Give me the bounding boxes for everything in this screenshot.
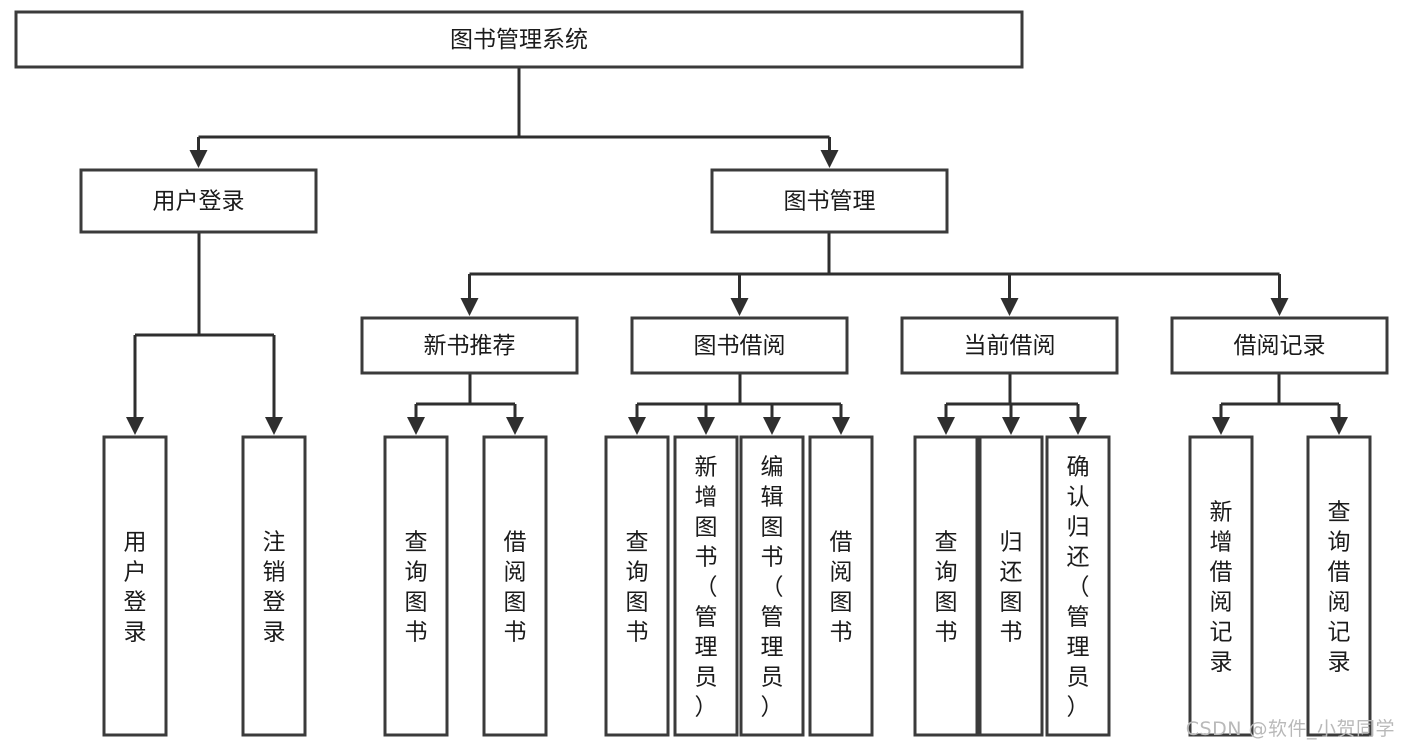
node-label: 借阅记录 [1234,333,1326,359]
edge-group-record [1212,373,1348,435]
node-label: 新增图书（管理员） [695,454,718,720]
node-box[interactable] [1188,435,1254,737]
node-leaf-login-2[interactable]: 注销登录 [241,435,307,737]
node-leaf-login-1[interactable]: 用户登录 [102,435,168,737]
node-box[interactable] [710,168,949,234]
node-label: 图书管理 [784,189,876,215]
node-label: 用户登录 [124,529,147,645]
node-current[interactable]: 当前借阅 [900,316,1119,375]
node-box[interactable] [808,435,874,737]
edge-arrowhead-icon [1069,417,1087,435]
node-box[interactable] [900,316,1119,375]
node-root[interactable]: 图书管理系统 [14,10,1024,69]
edge-group-login [126,232,283,435]
node-newbook[interactable]: 新书推荐 [360,316,579,375]
node-record[interactable]: 借阅记录 [1170,316,1389,375]
node-leaf-borrow-1[interactable]: 查询图书 [604,435,670,737]
edge-arrowhead-icon [265,417,283,435]
node-box[interactable] [604,435,670,737]
edge-arrowhead-icon [1330,417,1348,435]
node-box[interactable] [360,316,579,375]
edge-arrowhead-icon [820,150,839,168]
edge-arrowhead-icon [189,150,208,168]
edge-group-borrow [628,373,850,435]
node-box[interactable] [978,435,1044,737]
node-box[interactable] [1306,435,1372,737]
node-label: 归还图书 [1000,529,1023,645]
node-leaf-cur-1[interactable]: 查询图书 [913,435,979,737]
edge-arrowhead-icon [628,417,646,435]
edge-arrowhead-icon [1212,417,1230,435]
node-leaf-new-1[interactable]: 查询图书 [383,435,449,737]
node-login[interactable]: 用户登录 [79,168,318,234]
node-label: 编辑图书（管理员） [761,454,784,720]
edge-arrowhead-icon [730,298,749,316]
edge-arrowhead-icon [1002,417,1020,435]
node-leaf-borrow-2[interactable]: 新增图书（管理员） [673,435,739,737]
node-box[interactable] [241,435,307,737]
node-label: 新书推荐 [424,333,516,359]
node-box[interactable] [102,435,168,737]
edge-arrowhead-icon [763,417,781,435]
edge-arrowhead-icon [506,417,524,435]
edges-layer [126,67,1348,435]
node-leaf-cur-3[interactable]: 确认归还（管理员） [1045,435,1111,737]
node-label: 借阅图书 [830,529,853,645]
edge-arrowhead-icon [697,417,715,435]
edge-arrowhead-icon [1270,298,1289,316]
edge-arrowhead-icon [1000,298,1019,316]
edge-arrowhead-icon [407,417,425,435]
node-label: 当前借阅 [964,333,1056,359]
node-box[interactable] [79,168,318,234]
node-label: 确认归还（管理员） [1067,454,1090,720]
edge-group-current [937,373,1087,435]
node-label: 借阅图书 [504,529,527,645]
edge-arrowhead-icon [460,298,479,316]
node-leaf-borrow-4[interactable]: 借阅图书 [808,435,874,737]
node-box[interactable] [739,435,805,737]
node-box[interactable] [14,10,1024,69]
edge-group-root [189,67,839,168]
node-leaf-borrow-3[interactable]: 编辑图书（管理员） [739,435,805,737]
node-box[interactable] [630,316,849,375]
edge-arrowhead-icon [937,417,955,435]
node-label: 查询图书 [626,529,649,645]
node-label: 查询借阅记录 [1328,499,1351,675]
node-borrow[interactable]: 图书借阅 [630,316,849,375]
edge-group-newbook [407,373,524,435]
edge-arrowhead-icon [832,417,850,435]
node-box[interactable] [383,435,449,737]
node-box[interactable] [1170,316,1389,375]
node-label: 注销登录 [263,529,286,645]
node-label: 图书借阅 [694,333,786,359]
node-leaf-cur-2[interactable]: 归还图书 [978,435,1044,737]
watermark-label: CSDN @软件_小贺同学 [1185,718,1395,740]
node-label: 用户登录 [153,189,245,215]
node-label: 查询图书 [935,529,958,645]
node-box[interactable] [913,435,979,737]
node-box[interactable] [482,435,548,737]
node-label: 查询图书 [405,529,428,645]
node-leaf-rec-2[interactable]: 查询借阅记录 [1306,435,1372,737]
edge-group-bookmgr [460,232,1289,316]
edge-arrowhead-icon [126,417,144,435]
node-leaf-new-2[interactable]: 借阅图书 [482,435,548,737]
node-box[interactable] [673,435,739,737]
node-bookmgr[interactable]: 图书管理 [710,168,949,234]
node-box[interactable] [1045,435,1111,737]
node-label: 图书管理系统 [450,27,588,53]
node-label: 新增借阅记录 [1210,499,1233,675]
nodes-layer: 图书管理系统用户登录图书管理新书推荐图书借阅当前借阅借阅记录用户登录注销登录查询… [14,10,1389,737]
node-leaf-rec-1[interactable]: 新增借阅记录 [1188,435,1254,737]
